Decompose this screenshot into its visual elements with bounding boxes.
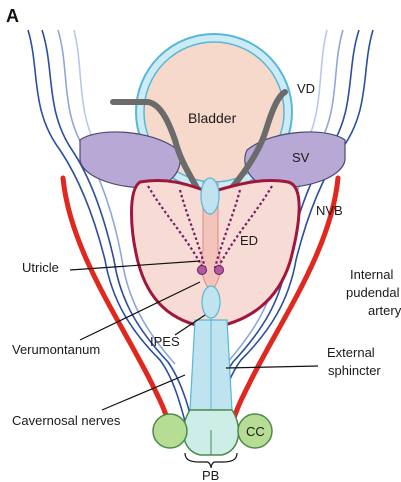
label-cc: CC [246, 424, 265, 439]
label-external-sphincter-2: sphincter [328, 363, 381, 378]
label-verumontanum: Verumontanum [12, 342, 100, 357]
label-cavernosal-nerves: Cavernosal nerves [12, 413, 121, 428]
label-internal-pudendal-1: Internal [350, 267, 393, 282]
label-pb: PB [202, 468, 219, 482]
leader-external-sphincter [226, 366, 318, 368]
utricle-opening-right [215, 266, 224, 275]
label-internal-pudendal-2: pudendal [346, 285, 400, 300]
utricle-opening-left [198, 266, 207, 275]
label-ed: ED [240, 233, 258, 248]
label-utricle: Utricle [22, 260, 59, 275]
label-sv: SV [292, 150, 310, 165]
verumontanum [202, 286, 220, 318]
panel-letter: A [6, 6, 19, 26]
bladder-neck [201, 178, 219, 214]
label-vd: VD [297, 81, 315, 96]
label-internal-pudendal-3: artery [368, 303, 401, 318]
label-ipes: IPES [150, 334, 180, 349]
corpus-cavernosum-left [153, 414, 187, 448]
leader-cavernosal-nerves [102, 375, 185, 410]
label-nvb: NVB [316, 203, 343, 218]
label-bladder: Bladder [188, 110, 237, 126]
label-external-sphincter-1: External [327, 345, 375, 360]
